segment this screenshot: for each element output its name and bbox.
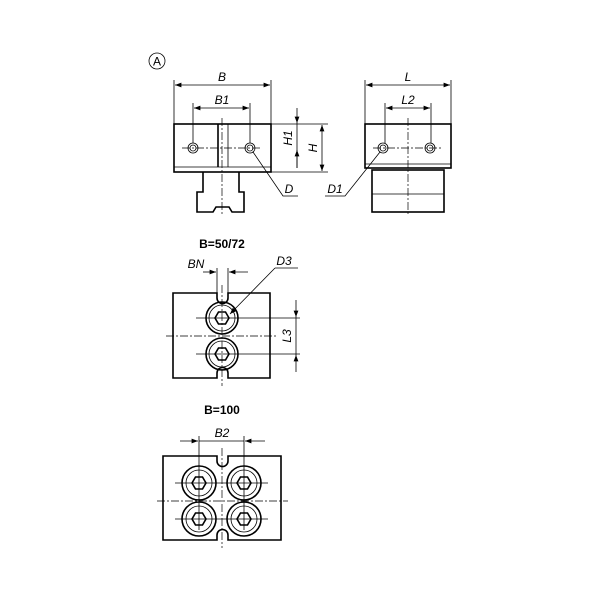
side-view: L L2 D1 (325, 70, 452, 216)
screw-top (196, 301, 300, 335)
view-marker-label: A (153, 55, 161, 69)
dim-d1-label: D1 (327, 182, 342, 196)
screw-4 (226, 501, 262, 537)
front-view: B B1 H1 H D (173, 70, 328, 216)
dim-l2-label: L2 (401, 93, 415, 107)
dim-bn-label: BN (188, 257, 205, 271)
dim-h1-label: H1 (281, 130, 295, 145)
dim-l3-label: L3 (280, 329, 294, 343)
view-title-50-72: B=50/72 (199, 237, 245, 251)
screw-bottom (196, 337, 300, 371)
top-view-small: B=50/72 BN L3 D3 (166, 237, 300, 386)
screw-2 (226, 465, 262, 501)
dim-b2-label: B2 (215, 426, 230, 440)
dim-l-label: L (405, 70, 412, 84)
dim-d-label: D (285, 182, 294, 196)
dim-d3-label: D3 (276, 254, 292, 268)
hole-left (377, 142, 389, 154)
view-title-100: B=100 (204, 403, 240, 417)
top-view-large: B=100 B2 (157, 403, 288, 548)
view-marker-a: A (148, 52, 166, 70)
dim-b1-label: B1 (215, 93, 230, 107)
dim-h-label: H (306, 143, 320, 152)
hole-right (424, 142, 436, 154)
dim-b-label: B (218, 70, 226, 84)
screw-1 (181, 465, 217, 501)
screw-3 (181, 501, 217, 537)
